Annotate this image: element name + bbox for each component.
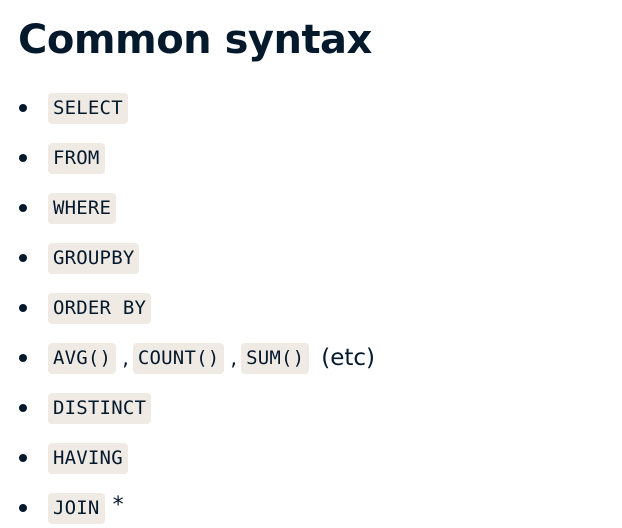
- bullet-icon: [19, 404, 27, 412]
- bullet-icon: [19, 254, 27, 262]
- code-where: WHERE: [48, 192, 117, 224]
- list-item-distinct: DISTINCT: [0, 383, 622, 433]
- bullet-icon: [19, 104, 27, 112]
- code-avg: AVG(): [48, 342, 117, 374]
- bullet-icon: [19, 504, 27, 512]
- bullet-icon: [19, 204, 27, 212]
- code-sum: SUM(): [241, 342, 310, 374]
- syntax-list: SELECT FROM WHERE GROUPBY ORDER BY AVG()…: [0, 83, 622, 528]
- code-order-by: ORDER BY: [48, 292, 152, 324]
- comma-separator: ,: [122, 345, 129, 370]
- comma-separator: ,: [230, 345, 238, 370]
- list-item-aggregates: AVG() , COUNT() , SUM() (etc): [0, 333, 622, 383]
- bullet-icon: [19, 304, 27, 312]
- bullet-icon: [19, 354, 27, 362]
- code-from: FROM: [48, 142, 105, 174]
- code-having: HAVING: [48, 442, 128, 474]
- bullet-icon: [19, 454, 27, 462]
- code-count: COUNT(): [132, 342, 225, 374]
- code-distinct: DISTINCT: [48, 392, 152, 424]
- code-select: SELECT: [48, 92, 128, 124]
- list-item-order-by: ORDER BY: [0, 283, 622, 333]
- etc-text: (etc): [321, 344, 376, 371]
- list-item-where: WHERE: [0, 183, 622, 233]
- page-title: Common syntax: [18, 17, 372, 63]
- asterisk-footnote-marker: *: [112, 492, 124, 518]
- code-groupby: GROUPBY: [48, 242, 140, 274]
- code-join: JOIN: [48, 492, 105, 524]
- list-item-select: SELECT: [0, 83, 622, 133]
- bullet-icon: [19, 154, 27, 162]
- list-item-having: HAVING: [0, 433, 622, 483]
- list-item-from: FROM: [0, 133, 622, 183]
- list-item-join: JOIN *: [0, 483, 622, 528]
- list-item-groupby: GROUPBY: [0, 233, 622, 283]
